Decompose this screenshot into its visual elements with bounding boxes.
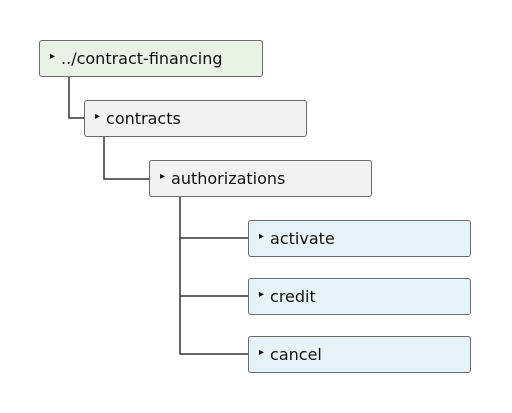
tree-node-label: cancel xyxy=(270,345,322,364)
tree-node-label: credit xyxy=(270,287,316,306)
edge-contracts-authorizations xyxy=(103,137,149,180)
caret-right-icon: ▸ xyxy=(50,50,56,62)
caret-right-icon: ▸ xyxy=(259,288,265,300)
tree-node-label: contracts xyxy=(106,109,181,128)
tree-node-authorizations[interactable]: ▸ authorizations xyxy=(149,160,372,197)
edge-root-contracts xyxy=(68,77,84,119)
tree-node-contracts[interactable]: ▸ contracts xyxy=(84,100,307,137)
tree-node-label: activate xyxy=(270,229,335,248)
tree-node-credit[interactable]: ▸ credit xyxy=(248,278,471,315)
tree-node-root[interactable]: ▸ ../contract-financing xyxy=(39,40,263,77)
caret-right-icon: ▸ xyxy=(160,170,166,182)
edge-authorizations-cancel xyxy=(179,296,248,355)
caret-right-icon: ▸ xyxy=(95,110,101,122)
caret-right-icon: ▸ xyxy=(259,346,265,358)
caret-right-icon: ▸ xyxy=(259,230,265,242)
edge-authorizations-credit xyxy=(179,238,248,297)
edge-authorizations-activate xyxy=(179,197,248,239)
tree-node-activate[interactable]: ▸ activate xyxy=(248,220,471,257)
tree-node-label: ../contract-financing xyxy=(61,49,223,68)
tree-node-label: authorizations xyxy=(171,169,286,188)
tree-node-cancel[interactable]: ▸ cancel xyxy=(248,336,471,373)
